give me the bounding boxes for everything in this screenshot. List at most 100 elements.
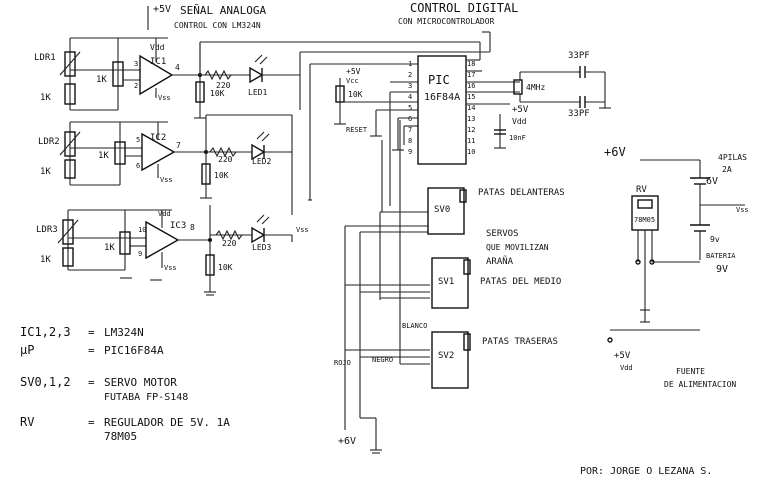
ic3-pin-a: 10: [138, 226, 146, 234]
power-6v-label: +6V: [604, 145, 626, 159]
legend-def-4b: 78M05: [104, 430, 137, 443]
ic3-out-pin: 8: [190, 223, 195, 232]
res-pd3-label: 10K: [218, 263, 233, 272]
ic1-vdd: Vdd: [150, 43, 165, 52]
power-vss: Vss: [736, 206, 749, 214]
led3-vss: Vss: [296, 226, 309, 234]
res-pd1-label: 10K: [210, 89, 225, 98]
pic-pin-left-9: 9: [408, 148, 412, 156]
ic1-label: IC1: [150, 57, 166, 67]
pot3-label: 1K: [104, 243, 115, 253]
digital-subtitle: CON MICROCONTROLADOR: [398, 17, 495, 26]
servo-sv0: SV0: [427, 187, 467, 235]
legend-eq-2: =: [88, 344, 95, 357]
legend-sym-3: SV0,1,2: [20, 375, 71, 389]
regulator-model: 78M05: [634, 216, 655, 224]
label-front-legs: PATAS DELANTERAS: [478, 188, 565, 198]
reset-10k: 10K: [348, 90, 363, 99]
sv2-label: SV2: [438, 351, 454, 361]
pic-5v: +5V: [512, 105, 529, 115]
res-out1-label: 220: [216, 81, 231, 90]
regulator-label: RV: [636, 185, 647, 195]
power-supply: +6V 4PILAS 2A 6V Vss 9v BATERIA 9V RV 78…: [604, 145, 749, 389]
pic-pin-left-4: 4: [408, 93, 412, 101]
cap2-label: 33PF: [568, 109, 590, 119]
reset-5v: +5V: [346, 67, 361, 76]
pic-model: 16F84A: [424, 92, 460, 103]
legend-def-3b: FUTABA FP-S148: [104, 392, 188, 403]
legend-def-2: PIC16F84A: [104, 344, 164, 357]
pic-pin-left-8: 8: [408, 137, 412, 145]
reset-label: RESET: [346, 126, 368, 134]
sv1-label: SV1: [438, 277, 454, 287]
ic3-vdd: Vdd: [158, 210, 171, 218]
res1-label: 1K: [40, 93, 51, 103]
power-title-2: DE ALIMENTACION: [664, 380, 736, 389]
pic-pin-left-3: 3: [408, 82, 412, 90]
ldr2-label: LDR2: [38, 137, 60, 147]
battery-text-3: 6V: [706, 176, 718, 187]
ic1-pin-b: 2: [134, 82, 138, 90]
power-vdd-out: Vdd: [620, 364, 633, 372]
servos-text-2: QUE MOVILIZAN: [486, 243, 549, 252]
analog-channel-3: LDR3 1K 1K 10 9 IC3 Vdd Vss 8 10K 220 LE…: [36, 205, 309, 285]
pot2-label: 1K: [98, 151, 109, 161]
servo-sv2: SV2: [431, 331, 471, 389]
ic2-pin-b: 6: [136, 162, 140, 170]
crystal-label: 4MHz: [526, 83, 545, 92]
legend-eq-3: =: [88, 376, 95, 389]
pic-pin-right-17: 17: [467, 71, 475, 79]
legend-eq-1: =: [88, 326, 95, 339]
servos-text-1: SERVOS: [486, 229, 519, 239]
pic-pin-right-14: 14: [467, 104, 475, 112]
analog-subtitle: CONTROL CON LM324N: [174, 21, 261, 30]
pic-pin-right-15: 15: [467, 93, 475, 101]
digital-title: CONTROL DIGITAL: [410, 1, 518, 15]
pic-pin-right-18: 18: [467, 60, 475, 68]
legend-def-1: LM324N: [104, 326, 144, 339]
ic2-out-pin: 7: [176, 141, 181, 150]
pic-pin-left-5: 5: [408, 104, 412, 112]
analog-grounds: [120, 110, 216, 296]
legend-eq-4: =: [88, 416, 95, 429]
ic1-out-pin: 4: [175, 63, 180, 72]
pic-pin-left-2: 2: [408, 71, 412, 79]
analog-supply-label: +5V: [153, 4, 171, 15]
analog-channel-2: LDR2 1K 1K 5 6 IC2 Vss 7 10K 220 LED2: [38, 114, 293, 195]
pic-microcontroller: PIC 16F84A 1 2 3 4 5 6 7 8 9 18 17 16 15…: [408, 55, 475, 165]
pic-pin-right-10: 10: [467, 148, 475, 156]
ic3-pin-b: 9: [138, 250, 142, 258]
ic3-vss: Vss: [164, 264, 177, 272]
pot1-label: 1K: [96, 75, 107, 85]
signal-wires: [199, 31, 491, 215]
wire-red-label: ROJO: [334, 359, 351, 367]
res-pd2-label: 10K: [214, 171, 229, 180]
power-title-1: FUENTE: [676, 367, 705, 376]
cap1-label: 33PF: [568, 51, 590, 61]
wire-white-label: BLANCO: [402, 322, 427, 330]
servo-sv1: SV1: [431, 257, 471, 309]
legend-def-3: SERVO MOTOR: [104, 376, 177, 389]
label-middle-legs: PATAS DEL MEDIO: [480, 277, 561, 287]
servos-text-3: ARAÑA: [486, 256, 514, 267]
legend-def-4: REGULADOR DE 5V. 1A: [104, 416, 230, 429]
label-rear-legs: PATAS TRASERAS: [482, 337, 558, 347]
pic-pin-right-12: 12: [467, 126, 475, 134]
battery-text-2: 2A: [722, 165, 732, 174]
analog-channel-1: LDR1 1K 1K 3 2 IC1 Vdd Vss 4 10K 220 LED…: [34, 38, 300, 111]
power-5v-out: +5V: [614, 351, 631, 361]
pic-vdd: Vdd: [512, 117, 527, 126]
res2-label: 1K: [40, 167, 51, 177]
pic-label: PIC: [428, 73, 450, 87]
wire-black-label: NEGRO: [372, 356, 393, 364]
ic1-vss: Vss: [158, 94, 171, 102]
ic1-pin-a: 3: [134, 60, 138, 68]
author-signature: POR: JORGE O LEZANA S.: [580, 466, 712, 477]
led3-label: LED3: [252, 243, 271, 252]
battery9-text-3: 9V: [716, 264, 728, 275]
analog-title: SEÑAL ANALOGA: [180, 4, 266, 17]
sv0-label: SV0: [434, 205, 450, 215]
ic2-vss: Vss: [160, 176, 173, 184]
servo-supply-label: +6V: [338, 436, 356, 447]
